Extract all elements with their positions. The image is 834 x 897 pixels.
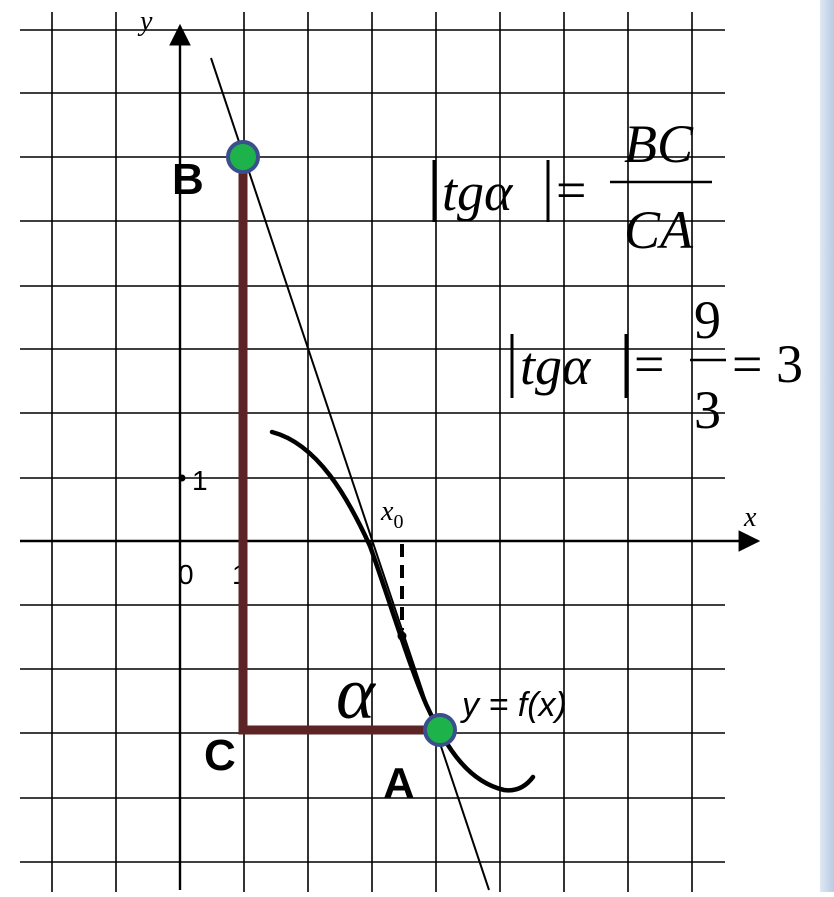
point-b-marker [226,140,260,174]
formula1-equals: = [556,160,586,220]
formula1-denominator: CA [624,200,694,260]
x-axis-label: x [743,502,757,533]
formula1-numerator: BC [624,114,694,174]
grid [20,12,725,892]
formula2-lhs: tgα [520,336,592,396]
point-a-marker [423,713,457,747]
function-label: y = f(x) [460,686,567,724]
unit-y-tick-dot [178,474,186,482]
y-axis-label: y [137,6,153,37]
formula1-lhs: tgα [442,162,514,222]
angle-alpha-label: α [336,653,377,735]
x0-label: x0 [380,496,403,533]
formula2-numerator: 9 [694,290,721,350]
triangle-bca [238,157,440,735]
function-curve [269,429,536,793]
point-b-label: B [172,155,204,204]
formula2-denominator: 3 [694,380,721,440]
x0-guide-dot [397,631,407,641]
formula-result: tgα = 9 3 = 3 [510,290,803,440]
formula-ratio: tgα = BC CA [432,114,712,260]
unit-y-label: 1 [192,465,208,496]
right-edge-bar [820,0,834,892]
point-c-label: C [204,731,236,780]
point-a-label: A [383,759,415,808]
tangent-line [210,57,490,891]
formula2-equals: = [634,334,664,394]
formula2-result: = 3 [732,334,803,394]
origin-label: 0 [178,559,194,590]
